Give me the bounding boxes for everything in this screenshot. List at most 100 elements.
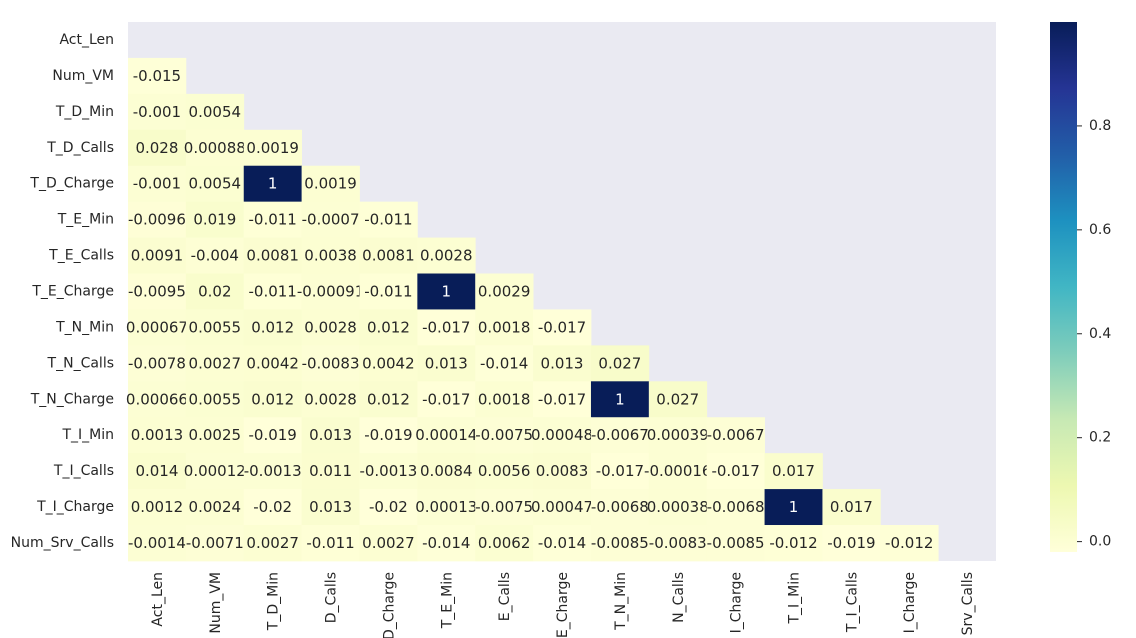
cell-value-5-1: 0.019 <box>193 211 236 229</box>
row-label-t-i-calls: T_I_Calls <box>53 463 114 479</box>
column-label-0: Act_Len <box>150 572 166 627</box>
cell-value-10-6: 0.0018 <box>478 390 531 408</box>
cell-1-0 <box>128 57 187 95</box>
cell-9-3 <box>301 345 360 382</box>
row-label-t-i-charge: T_I_Charge <box>36 499 114 515</box>
colorbar-gradient <box>1050 22 1077 552</box>
cell-value-13-7: 0.00047 <box>531 498 593 516</box>
cell-10-0 <box>128 381 187 418</box>
cell-value-13-9: 0.00038 <box>647 498 709 516</box>
cell-value-5-0: -0.0096 <box>128 211 186 229</box>
cell-value-13-10: -0.0068 <box>707 498 765 516</box>
cell-value-3-0: 0.028 <box>135 139 178 157</box>
cell-value-4-1: 0.0054 <box>189 175 242 193</box>
cell-value-13-3: 0.013 <box>309 498 352 516</box>
cell-9-6 <box>475 345 534 382</box>
cell-value-4-3: 0.0019 <box>304 175 357 193</box>
cell-10-7 <box>533 381 592 418</box>
cell-value-7-2: -0.011 <box>249 282 297 300</box>
row-label-t-d-charge: T_D_Charge <box>29 176 114 192</box>
cell-14-2 <box>243 525 303 562</box>
cell-value-14-13: -0.012 <box>885 534 933 552</box>
cell-14-9 <box>648 525 708 562</box>
row-label-t-n-calls: T_N_Calls <box>47 355 114 371</box>
cell-value-6-5: 0.0028 <box>420 247 473 265</box>
cell-5-0 <box>128 201 187 238</box>
cell-value-9-1: 0.0027 <box>189 354 242 372</box>
cell-6-2 <box>243 237 303 274</box>
cell-value-8-3: 0.0028 <box>304 318 357 336</box>
cell-value-14-1: -0.0071 <box>186 534 244 552</box>
row-label-t-d-calls: T_D_Calls <box>46 140 114 156</box>
cell-13-4 <box>359 489 418 526</box>
cell-12-2 <box>243 453 303 490</box>
cell-6-4 <box>359 237 418 274</box>
cell-5-3 <box>301 201 360 238</box>
cell-9-8 <box>590 345 650 382</box>
cell-6-3 <box>301 237 360 274</box>
cell-13-9 <box>648 489 708 526</box>
cell-value-11-8: -0.0067 <box>591 426 649 444</box>
cell-value-12-5: 0.0084 <box>420 462 473 480</box>
row-labels: Act_LenNum_VMT_D_MinT_D_CallsT_D_ChargeT… <box>11 32 114 551</box>
cell-value-11-3: 0.013 <box>309 426 352 444</box>
row-label-num-srv-calls: Num_Srv_Calls <box>11 535 114 551</box>
cell-10-2 <box>243 381 303 418</box>
cell-value-13-6: -0.0075 <box>475 498 533 516</box>
cell-10-4 <box>359 381 418 418</box>
cell-11-1 <box>185 417 245 454</box>
cell-value-7-0: -0.0095 <box>128 282 186 300</box>
colorbar-tick-label-2: 0.4 <box>1089 326 1111 342</box>
cell-value-3-1: 0.00088 <box>184 139 246 157</box>
cell-value-10-8: 1 <box>615 390 625 408</box>
cell-value-11-10: -0.0067 <box>707 426 765 444</box>
cell-14-11 <box>764 525 823 562</box>
cell-value-9-0: -0.0078 <box>128 354 186 372</box>
cell-13-8 <box>590 489 650 526</box>
column-label-6: E_Calls <box>497 572 513 621</box>
cell-14-3 <box>301 525 360 562</box>
cell-value-13-4: -0.02 <box>369 498 408 516</box>
cell-8-6 <box>475 309 534 346</box>
cell-14-5 <box>417 525 476 562</box>
cell-7-3 <box>301 273 360 310</box>
colorbar-tick-label-0: 0.0 <box>1089 534 1111 550</box>
cell-8-7 <box>533 309 592 346</box>
cell-14-7 <box>533 525 592 562</box>
cell-8-2 <box>243 309 303 346</box>
cell-11-3 <box>301 417 360 454</box>
cell-14-1 <box>185 525 245 562</box>
cell-13-3 <box>301 489 360 526</box>
column-label-14: Srv_Calls <box>960 572 976 635</box>
cell-value-9-6: -0.014 <box>480 354 528 372</box>
cell-value-14-11: -0.012 <box>769 534 817 552</box>
cell-value-9-2: 0.0042 <box>246 354 299 372</box>
cell-11-4 <box>359 417 418 454</box>
cell-value-9-3: -0.0083 <box>302 354 360 372</box>
cell-11-0 <box>128 417 187 454</box>
cell-3-0 <box>128 129 187 167</box>
cell-11-9 <box>648 417 708 454</box>
cell-13-11 <box>764 489 823 526</box>
column-label-9: N_Calls <box>671 572 687 623</box>
cell-12-8 <box>590 453 650 490</box>
cell-7-2 <box>243 273 303 310</box>
cell-value-9-5: 0.013 <box>425 354 468 372</box>
cell-9-7 <box>533 345 592 382</box>
column-label-2: T_D_Min <box>266 572 282 631</box>
row-label-num-vm: Num_VM <box>52 68 114 84</box>
column-label-3: D_Calls <box>324 572 340 623</box>
cell-7-1 <box>185 273 245 310</box>
cell-value-9-8: 0.027 <box>598 354 641 372</box>
cell-value-14-10: -0.0085 <box>707 534 765 552</box>
cell-value-4-0: -0.001 <box>133 175 181 193</box>
cell-value-6-4: 0.0081 <box>362 247 415 265</box>
cell-4-1 <box>185 165 245 203</box>
cell-14-12 <box>822 525 881 562</box>
row-label-t-d-min: T_D_Min <box>55 104 114 120</box>
cell-13-12 <box>822 489 881 526</box>
cell-14-10 <box>706 525 765 562</box>
cell-9-4 <box>359 345 418 382</box>
cell-value-11-2: -0.019 <box>249 426 297 444</box>
